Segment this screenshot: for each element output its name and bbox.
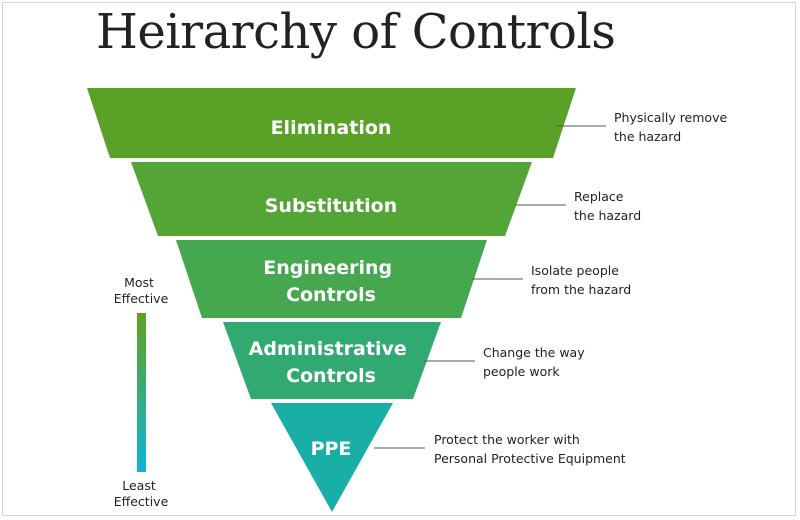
level-label-elimination: Elimination: [271, 117, 392, 139]
band-substitution: [131, 162, 532, 236]
description-engineering-controls: Isolate people from the hazard: [531, 263, 631, 297]
scale-label-least-effective: Least Effective: [114, 478, 169, 509]
band-ppe: [271, 403, 393, 512]
band-elimination: [87, 88, 576, 158]
band-administrative-controls: [223, 322, 441, 399]
level-label-ppe: PPE: [311, 438, 352, 460]
level-label-substitution: Substitution: [265, 195, 398, 217]
description-administrative-controls: Change the way people work: [483, 345, 589, 379]
diagram-title: Heirarchy of Controls: [96, 4, 616, 60]
scale-label-most-effective: Most Effective: [114, 275, 169, 306]
description-substitution: Replace the hazard: [574, 189, 641, 223]
band-engineering-controls: [176, 240, 487, 318]
level-label-engineering-controls: Engineering Controls: [263, 257, 399, 306]
description-ppe: Protect the worker with Personal Protect…: [434, 432, 626, 466]
description-elimination: Physically remove the hazard: [614, 110, 731, 144]
effectiveness-gradient-bar: [137, 313, 146, 472]
level-label-administrative-controls: Administrative Controls: [249, 338, 414, 387]
